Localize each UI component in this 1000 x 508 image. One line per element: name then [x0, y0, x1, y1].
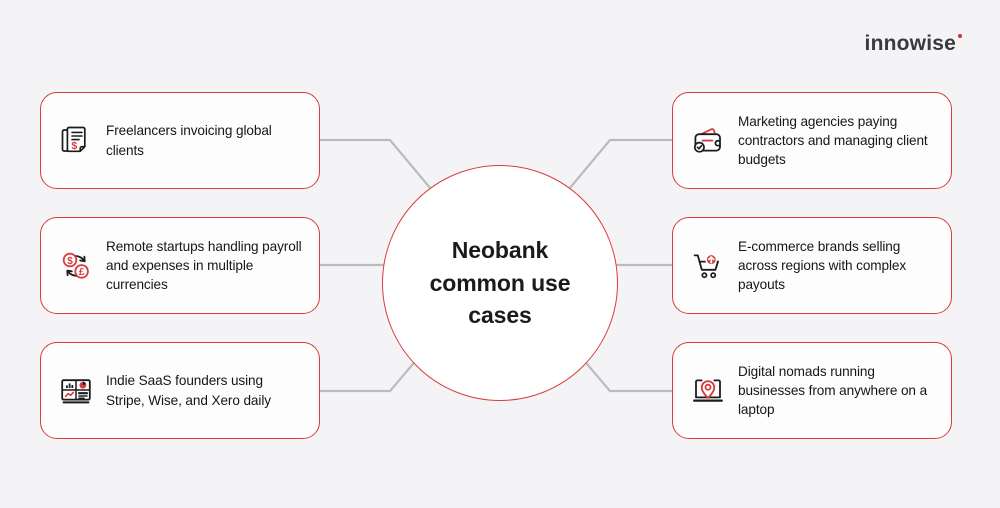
svg-text:$: $ [71, 140, 77, 152]
laptop-location-pin-icon [689, 372, 727, 410]
card-label: Indie SaaS founders using Stripe, Wise, … [106, 373, 271, 408]
currency-exchange-icon: $ £ [57, 247, 95, 285]
invoice-documents-icon: $ [57, 122, 95, 160]
logo-dot-icon [958, 34, 962, 38]
innowise-logo: innowise [865, 33, 962, 54]
connector-left-top [320, 138, 437, 196]
card-label: E-commerce brands selling across regions… [738, 238, 907, 293]
wallet-check-icon [689, 122, 727, 160]
use-case-card-ecommerce[interactable]: E-commerce brands selling across regions… [672, 217, 952, 314]
use-case-card-remote-startups[interactable]: $ £ Remote startups handling payroll and… [40, 217, 320, 314]
card-label: Digital nomads running businesses from a… [738, 363, 928, 418]
logo-wordmark: innowise [864, 32, 956, 55]
use-case-card-marketing-agencies[interactable]: Marketing agencies paying contractors an… [672, 92, 952, 189]
analytics-dashboard-icon [57, 372, 95, 410]
card-label: Freelancers invoicing global clients [106, 123, 272, 158]
center-node: Neobank common use cases [382, 165, 618, 401]
shopping-cart-icon [689, 247, 727, 285]
use-case-card-indie-saas[interactable]: Indie SaaS founders using Stripe, Wise, … [40, 342, 320, 439]
connector-right-top [563, 138, 680, 196]
card-label: Remote startups handling payroll and exp… [106, 238, 302, 293]
svg-text:$: $ [67, 255, 73, 266]
card-label: Marketing agencies paying contractors an… [738, 113, 928, 168]
use-case-card-freelancers[interactable]: $ Freelancers invoicing global clients [40, 92, 320, 189]
svg-text:£: £ [79, 267, 85, 278]
use-case-card-digital-nomads[interactable]: Digital nomads running businesses from a… [672, 342, 952, 439]
center-title: Neobank common use cases [429, 237, 571, 329]
